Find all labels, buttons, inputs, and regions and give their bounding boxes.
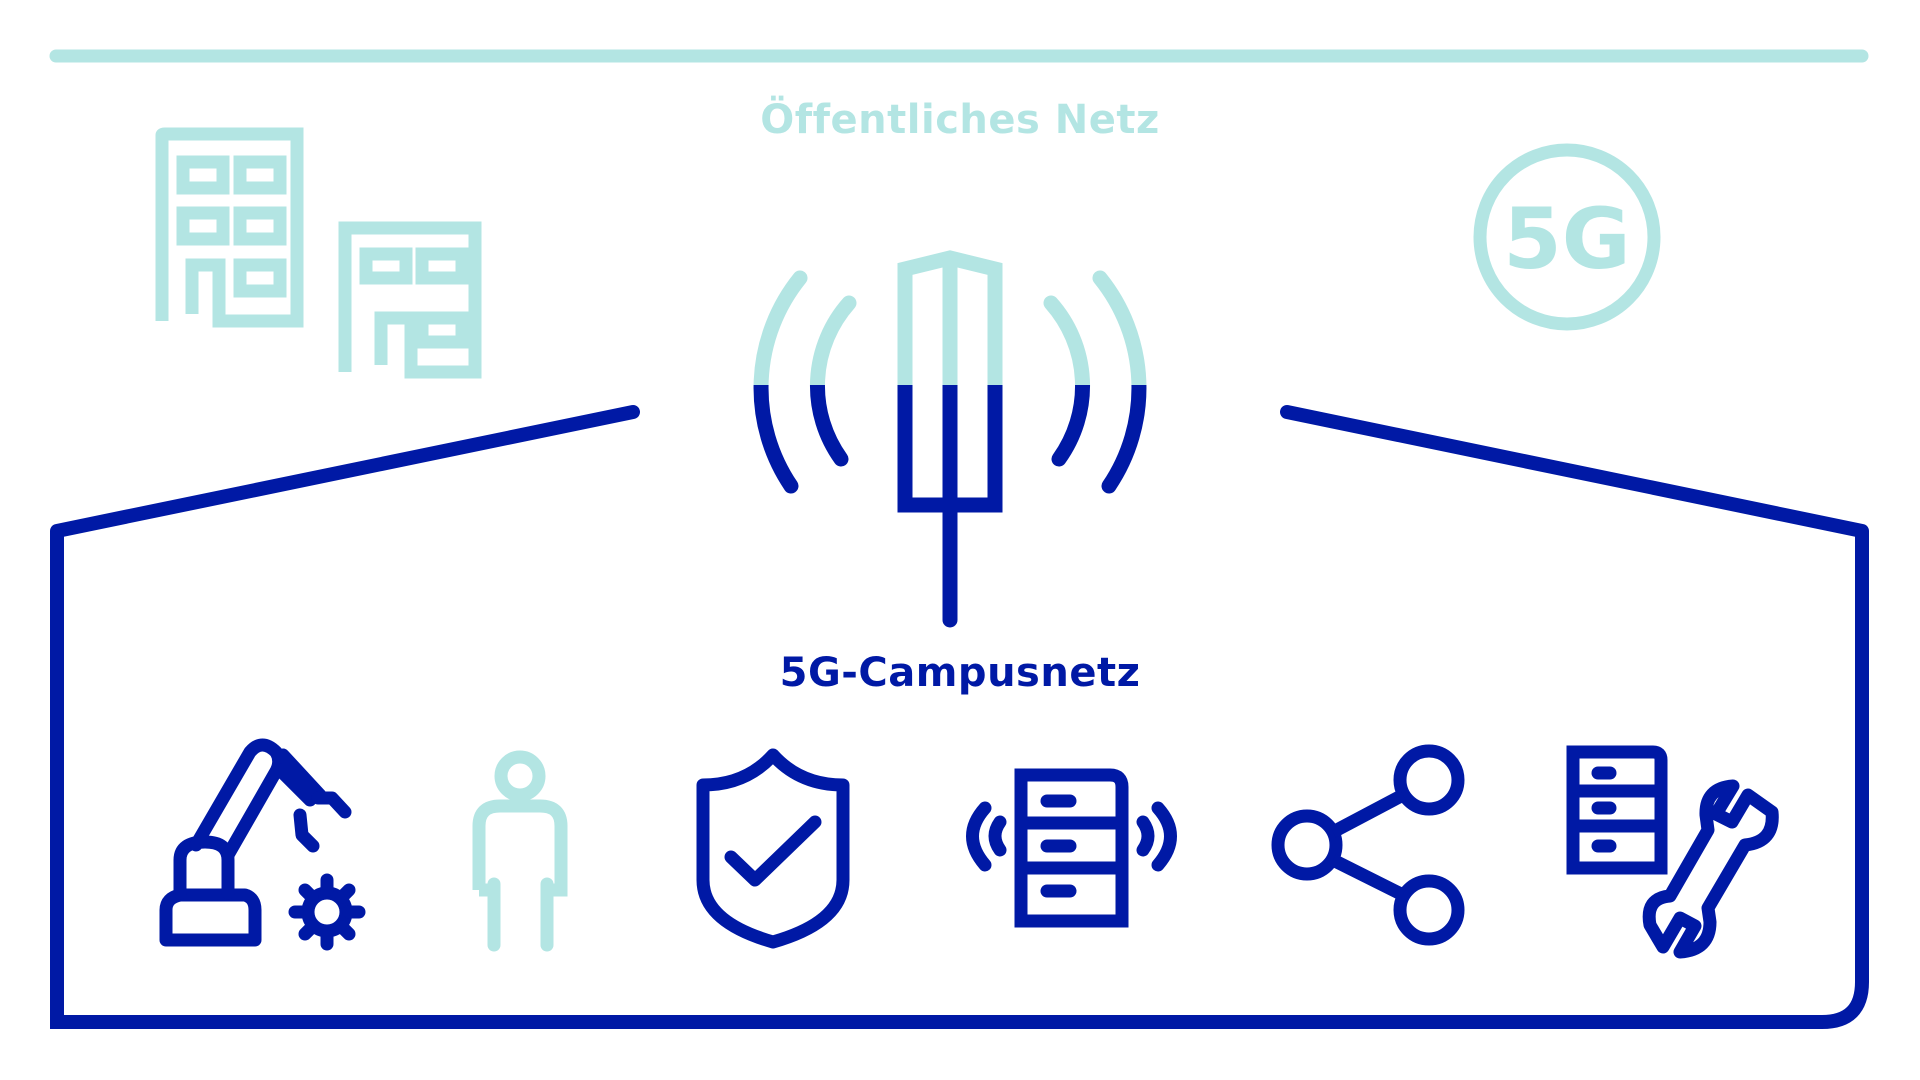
- server-maintenance-icon: [1566, 745, 1779, 959]
- 5g-circle-icon: 5G: [1473, 143, 1661, 331]
- robot-arm-gear-icon: [159, 738, 366, 951]
- public-network-label: Öffentliches Netz: [760, 97, 1160, 143]
- wireless-server-icon: [966, 768, 1177, 928]
- campus-network-label: 5G-Campusnetz: [779, 650, 1141, 696]
- shield-check-icon: [696, 748, 850, 949]
- buildings-icon: [155, 127, 482, 379]
- svg-text:5G: 5G: [1503, 190, 1630, 288]
- campus-boundary: [50, 405, 1869, 1029]
- share-network-icon: [1271, 744, 1465, 946]
- cell-tower-icon: [753, 250, 1147, 628]
- person-icon: [472, 750, 568, 952]
